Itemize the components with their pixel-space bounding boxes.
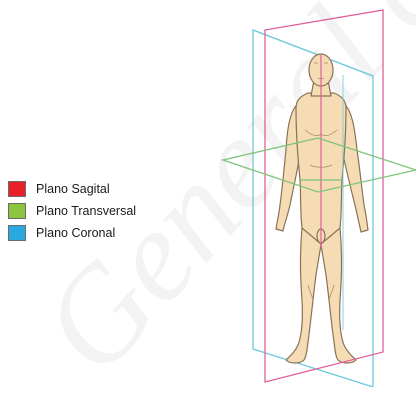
plane-legend: Plano Sagital Plano Transversal Plano Co… bbox=[8, 178, 136, 244]
legend-item-coronal: Plano Coronal bbox=[8, 222, 136, 244]
human-body-figure bbox=[276, 54, 368, 363]
transverse-color-swatch bbox=[8, 203, 26, 219]
sagittal-color-swatch bbox=[8, 181, 26, 197]
legend-label-sagittal: Plano Sagital bbox=[36, 182, 110, 196]
legend-label-coronal: Plano Coronal bbox=[36, 226, 115, 240]
coronal-color-swatch bbox=[8, 225, 26, 241]
legend-item-sagittal: Plano Sagital bbox=[8, 178, 136, 200]
legend-item-transverse: Plano Transversal bbox=[8, 200, 136, 222]
legend-label-transverse: Plano Transversal bbox=[36, 204, 136, 218]
